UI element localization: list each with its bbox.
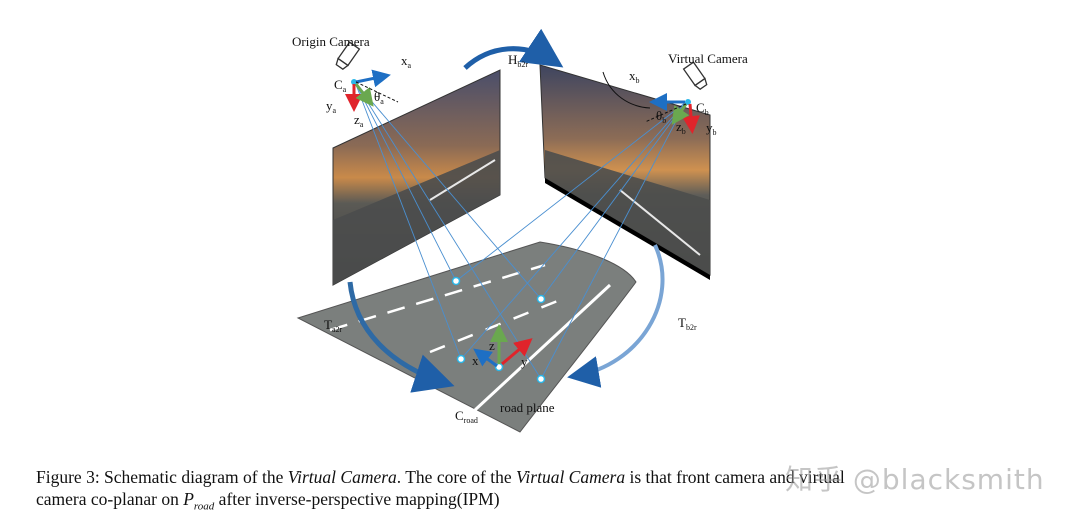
label-cb: Cb bbox=[696, 100, 709, 117]
label-ca: Ca bbox=[334, 77, 347, 94]
hb2r-arrow bbox=[463, 28, 564, 70]
road-y-axis bbox=[501, 338, 533, 366]
label-tb2r: Tb2r bbox=[678, 315, 697, 332]
virtual-image-lane bbox=[619, 189, 701, 256]
road-lane-dashed-1 bbox=[329, 263, 546, 332]
caption-text-5: after inverse-perspective mapping(IPM) bbox=[214, 489, 500, 509]
caption-text-2: . The core of the bbox=[396, 467, 517, 487]
virtual-camera-diagram: Origin Camera Virtual Camera Ca xa ya za… bbox=[292, 28, 748, 433]
virtual-camera-title: Virtual Camera bbox=[668, 51, 748, 66]
road-points bbox=[451, 276, 546, 384]
label-xa: xa bbox=[401, 53, 412, 70]
label-road-plane: road plane bbox=[500, 400, 555, 415]
caption-text-3: is that front camera and virtual bbox=[625, 467, 845, 487]
origin-camera-title: Origin Camera bbox=[292, 34, 370, 49]
origin-x-axis bbox=[355, 69, 391, 88]
label-ta2r: Ta2r bbox=[324, 317, 343, 334]
virtual-theta-ref bbox=[644, 103, 687, 123]
label-croad: Croad bbox=[455, 408, 478, 425]
virtual-y-axis bbox=[682, 103, 700, 134]
virtual-image-road bbox=[545, 150, 710, 275]
label-ya: ya bbox=[326, 98, 337, 115]
tb2r-arrow bbox=[567, 244, 665, 388]
origin-camera-center bbox=[351, 79, 357, 85]
label-hb2r: Hb2r bbox=[508, 52, 528, 69]
virtual-z-axis bbox=[671, 103, 690, 125]
projection-rays bbox=[354, 81, 687, 380]
label-zb: zb bbox=[676, 119, 686, 136]
road-lane-solid bbox=[473, 283, 612, 412]
caption-figure-label: Figure 3: Schematic diagram of the bbox=[36, 467, 288, 487]
caption-math-p-road: Proad bbox=[183, 489, 215, 513]
virtual-camera-icon bbox=[682, 61, 708, 91]
label-theta-a: θa bbox=[374, 89, 384, 106]
label-road-x: x bbox=[472, 353, 479, 368]
label-road-z: z bbox=[489, 338, 495, 353]
caption-text-4: camera co-planar on bbox=[36, 489, 184, 509]
origin-z-axis bbox=[354, 83, 374, 107]
caption-term-1: Virtual Camera bbox=[287, 467, 397, 487]
figure-caption: Figure 3: Schematic diagram of the Virtu… bbox=[36, 466, 1056, 518]
label-road-y: y bbox=[521, 354, 528, 369]
caption-term-2: Virtual Camera bbox=[516, 467, 626, 487]
virtual-camera-center bbox=[685, 99, 691, 105]
label-xb: xb bbox=[629, 68, 640, 85]
ta2r-arrow bbox=[347, 281, 455, 393]
road-x-axis bbox=[473, 348, 498, 368]
virtual-xb-arc bbox=[602, 71, 651, 109]
origin-theta-ref bbox=[355, 81, 399, 103]
label-yb: yb bbox=[706, 120, 717, 137]
label-theta-b: θb bbox=[656, 108, 666, 125]
origin-camera-icon bbox=[335, 41, 361, 71]
virtual-image-frame-edge bbox=[545, 178, 710, 280]
label-za: za bbox=[354, 112, 364, 129]
origin-image-lane bbox=[429, 159, 496, 201]
